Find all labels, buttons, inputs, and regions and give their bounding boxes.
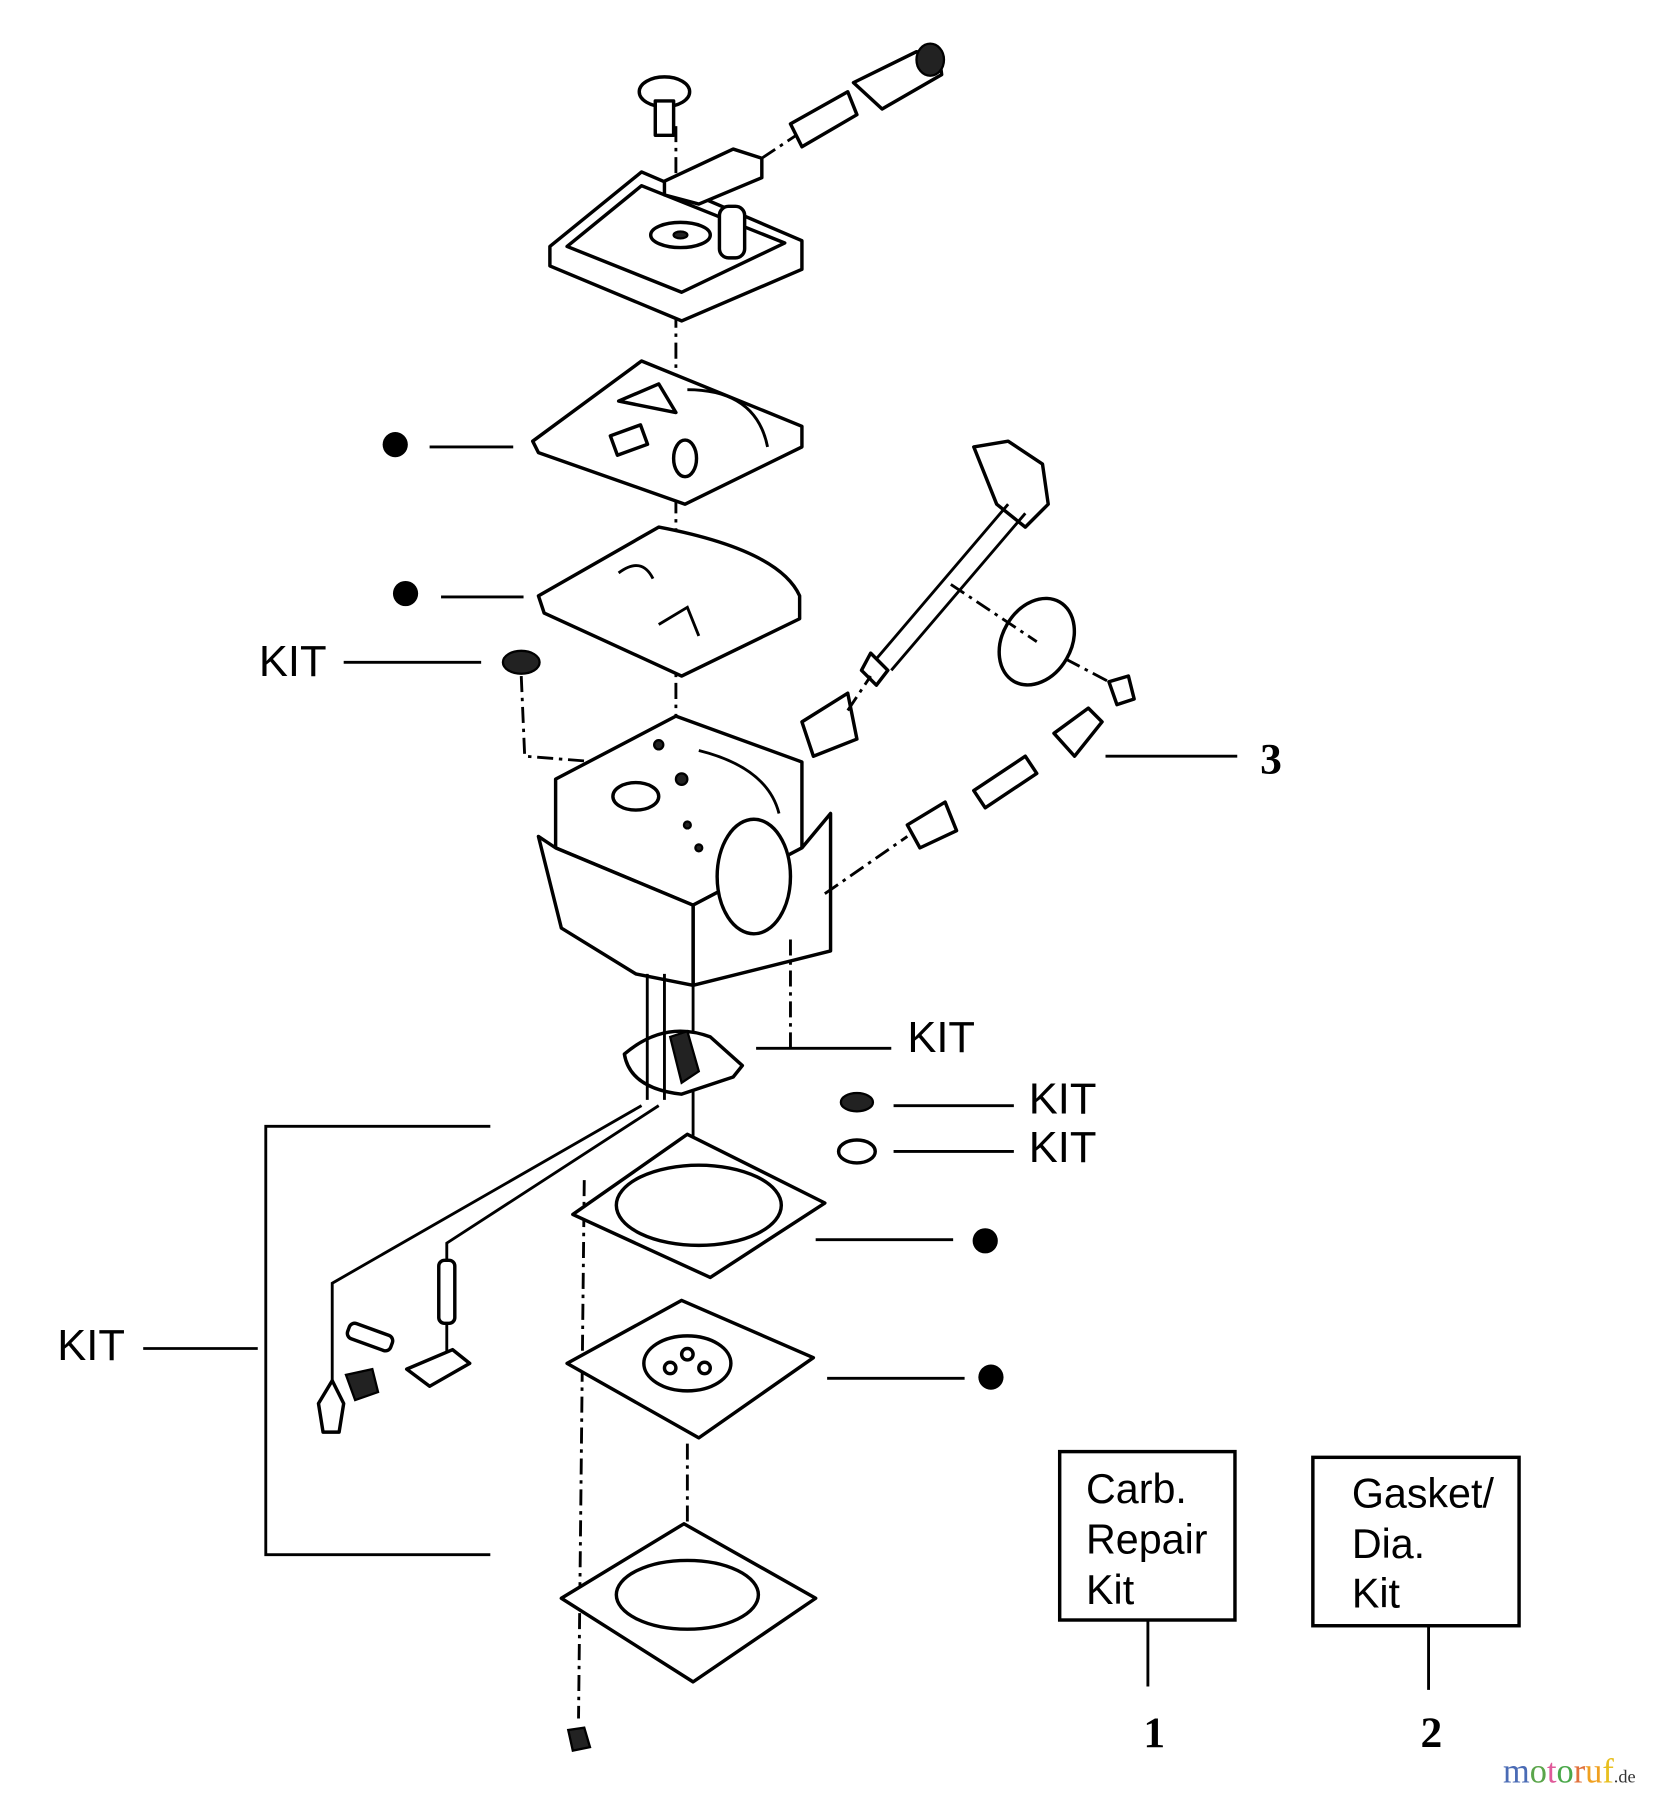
washer-part: KIT <box>836 1124 1097 1172</box>
kit-label-plug: KIT <box>259 638 327 686</box>
kit-label-seal: KIT <box>1029 1076 1097 1124</box>
legend-box-carb-repair-kit: Carb. Repair Kit 1 <box>1057 1449 1237 1757</box>
idle-screw-part <box>800 675 872 758</box>
watermark-logo: motoruf.de <box>1503 1753 1636 1791</box>
box1-line2: Repair <box>1086 1517 1208 1563</box>
adjust-screw-part <box>761 42 946 160</box>
metering-cover-part <box>559 1522 818 1752</box>
kit-label-washer: KIT <box>1029 1124 1097 1172</box>
watermark-text: motoruf.de <box>1503 1753 1636 1791</box>
throttle-shaft-part <box>859 439 1136 707</box>
box2-number: 2 <box>1421 1709 1443 1757</box>
box2-line1: Gasket/ <box>1352 1471 1495 1517</box>
metering-gasket-part <box>571 1132 998 1280</box>
pump-diaphragm-part <box>536 525 802 678</box>
legend-box-gasket-dia-kit: Gasket/ Dia. Kit 2 <box>1311 1455 1521 1757</box>
carburetor-body-part <box>536 714 833 988</box>
pump-cover-part <box>548 147 804 323</box>
box2-line2: Dia. <box>1352 1521 1425 1567</box>
box1-line3: Kit <box>1086 1567 1135 1613</box>
box1-line1: Carb. <box>1086 1466 1187 1512</box>
marker-dot-2 <box>392 580 524 607</box>
welch-plug-part: KIT <box>259 638 642 767</box>
part-3-adjust-needle: 3 <box>824 706 1282 895</box>
kit-label-needle: KIT <box>907 1014 975 1062</box>
part-number-3: 3 <box>1260 735 1282 783</box>
cover-screw-part <box>637 75 692 138</box>
lower-kit-group: KIT <box>57 1104 660 1557</box>
metering-diaphragm-part <box>565 1298 1004 1440</box>
inlet-lever-part: KIT <box>622 939 975 1100</box>
box2-line3: Kit <box>1352 1570 1401 1616</box>
marker-dot-1 <box>382 432 514 458</box>
small-seal-part: KIT <box>839 1076 1097 1124</box>
box1-number: 1 <box>1143 1709 1165 1757</box>
pump-gasket-part <box>530 359 804 506</box>
kit-label-lower: KIT <box>57 1322 125 1370</box>
